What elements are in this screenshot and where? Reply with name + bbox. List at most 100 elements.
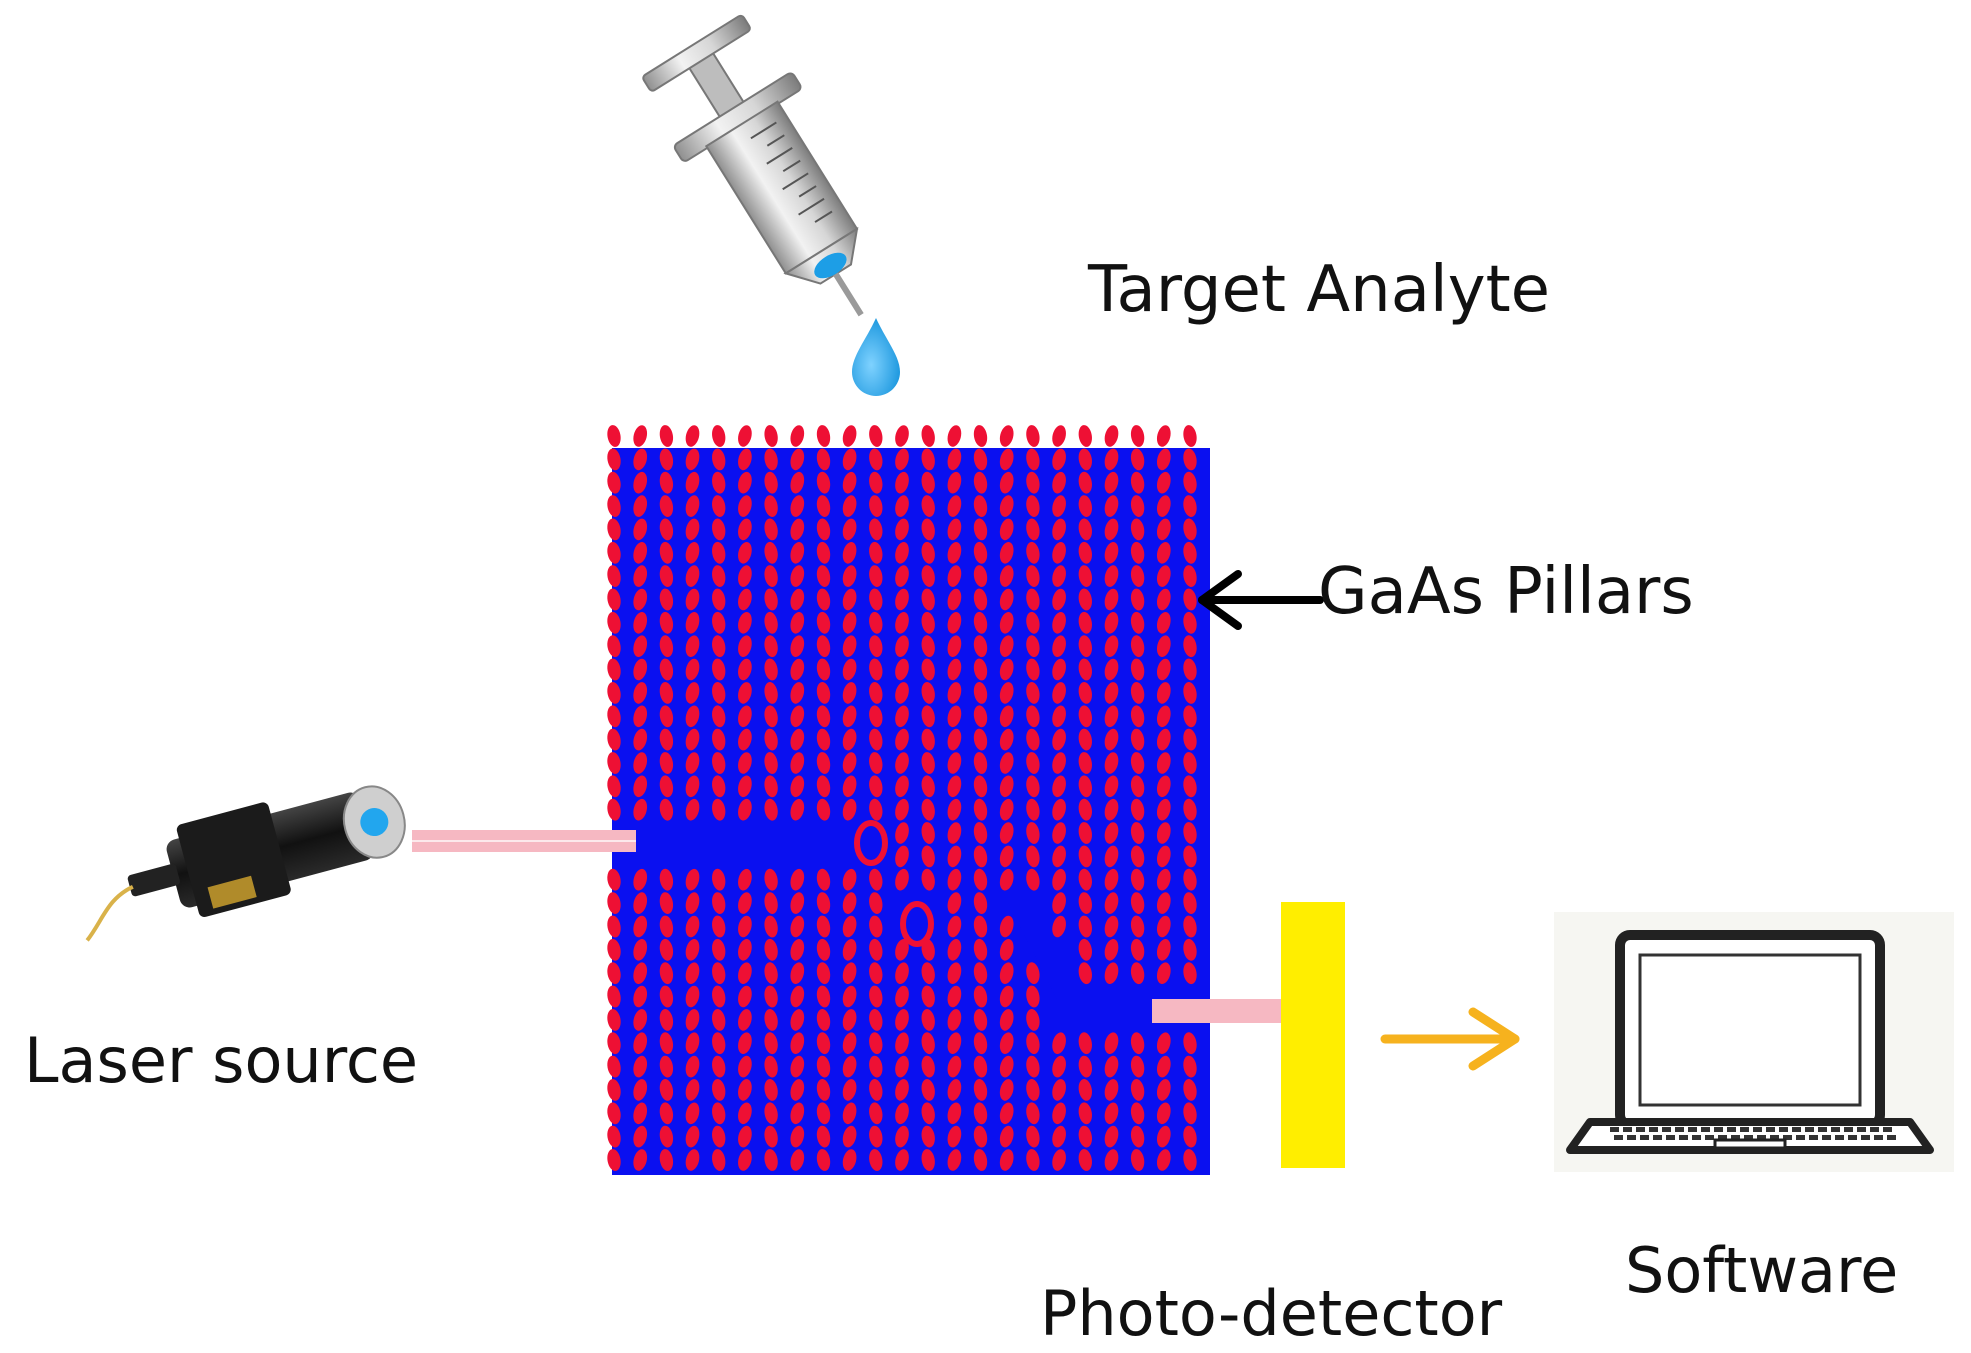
- gaas-pillar: [712, 611, 726, 634]
- gaas-pillar: [999, 658, 1014, 681]
- gaas-pillar: [712, 1125, 726, 1148]
- gaas-pillar: [1156, 635, 1171, 657]
- gaas-pillar: [921, 752, 935, 774]
- laptop-key: [1662, 1127, 1671, 1132]
- gaas-pillar: [685, 1125, 700, 1148]
- gaas-pillar: [895, 1009, 909, 1031]
- gaas-pillar: [685, 962, 700, 984]
- gaas-pillar: [1026, 1079, 1040, 1101]
- gaas-pillar: [1026, 565, 1040, 587]
- gaas-pillar: [633, 915, 648, 938]
- gaas-pillar: [790, 588, 805, 611]
- gaas-pillar: [633, 775, 648, 798]
- gaas-pillar: [842, 448, 857, 471]
- laptop-key: [1766, 1127, 1775, 1132]
- gaas-pillar: [947, 1009, 962, 1031]
- gaas-pillar: [1052, 471, 1066, 494]
- gaas-pillar: [869, 1125, 883, 1148]
- gaas-pillar: [764, 658, 778, 681]
- gaas-pillar: [1130, 962, 1145, 985]
- gaas-pillar: [947, 1032, 962, 1054]
- gaas-pillar: [1052, 635, 1066, 657]
- gaas-pillar: [712, 682, 726, 704]
- gaas-pillar: [816, 541, 831, 564]
- gaas-pillar: [921, 1009, 935, 1031]
- gaas-pillar: [1104, 1149, 1119, 1171]
- gaas-pillar: [999, 471, 1014, 494]
- laptop-key: [1640, 1135, 1649, 1140]
- gaas-pillar: [1156, 495, 1171, 517]
- laser-source-label: Laser source: [24, 1024, 419, 1097]
- gaas-pillar: [1104, 728, 1119, 751]
- gaas-pillar: [1078, 892, 1092, 914]
- gaas-pillar: [1156, 471, 1171, 494]
- gaas-pillar: [685, 542, 700, 564]
- gaas-pillar: [869, 962, 883, 985]
- gaas-pillar: [999, 565, 1014, 587]
- gaas-pillar: [895, 985, 909, 1008]
- gaas-pillar: [685, 752, 700, 774]
- gaas-pillar: [790, 892, 805, 914]
- gaas-pillar: [685, 728, 700, 751]
- gaas-pillar: [947, 915, 962, 938]
- gaas-pillar: [869, 985, 883, 1008]
- gaas-pillar: [1156, 845, 1171, 868]
- gaas-pillar: [1104, 962, 1119, 984]
- gaas-pillar: [895, 1125, 909, 1148]
- gaas-pillar: [973, 682, 988, 704]
- gaas-pillar: [1130, 1079, 1145, 1101]
- gaas-pillar: [869, 728, 883, 751]
- gaas-pillar: [816, 868, 831, 891]
- gaas-pillar: [712, 868, 726, 891]
- gaas-pillar: [1130, 471, 1145, 494]
- gaas-pillar: [816, 752, 831, 774]
- gaas-pillar: [973, 985, 988, 1008]
- gaas-pillar: [947, 1102, 962, 1125]
- gaas-pillar: [1156, 1079, 1171, 1101]
- gaas-pillar: [947, 542, 962, 564]
- gaas-pillar: [1078, 635, 1092, 658]
- gaas-pillar: [607, 611, 621, 634]
- laptop-key: [1649, 1127, 1658, 1132]
- gaas-pillar: [999, 845, 1014, 868]
- gaas-pillar: [1052, 518, 1066, 541]
- laptop-key: [1848, 1135, 1857, 1140]
- gaas-pillar: [790, 612, 805, 634]
- gaas-pillar: [816, 495, 831, 517]
- gaas-pillar: [607, 705, 621, 728]
- gaas-pillar: [633, 1079, 648, 1101]
- gaas-pillar: [1078, 518, 1092, 541]
- gaas-pillar: [869, 495, 883, 517]
- gaas-pillar: [921, 868, 935, 891]
- gaas-pillar: [1130, 658, 1145, 681]
- gaas-pillar: [659, 448, 674, 471]
- gaas-pillar: [659, 541, 674, 564]
- gaas-pillar: [659, 1055, 674, 1078]
- gaas-pillar: [973, 1032, 988, 1055]
- gaas-pillar: [1130, 565, 1145, 587]
- gaas-pillar: [790, 1079, 805, 1101]
- gaas-pillar: [999, 1079, 1014, 1101]
- gaas-pillar: [921, 1102, 935, 1125]
- syringe-icon: [642, 14, 864, 317]
- gaas-pillar: [1052, 728, 1066, 751]
- gaas-pillar: [1156, 448, 1171, 471]
- gaas-pillar: [1130, 541, 1145, 564]
- gaas-pillar: [869, 868, 883, 891]
- gaas-pillar: [659, 425, 674, 447]
- gaas-pillar: [947, 705, 962, 728]
- gaas-pillar: [895, 1032, 909, 1054]
- gaas-pillar: [999, 588, 1014, 611]
- gaas-pillar: [1130, 448, 1145, 471]
- gaas-pillar: [999, 728, 1014, 751]
- gaas-pillar: [738, 635, 752, 657]
- gaas-pillar: [1026, 822, 1040, 844]
- gaas-pillar: [1183, 565, 1197, 587]
- laptop-key: [1844, 1127, 1853, 1132]
- gaas-pillar: [999, 448, 1014, 471]
- gaas-pillar: [1183, 611, 1197, 634]
- gaas-pillar: [607, 565, 621, 587]
- gaas-pillar: [999, 1102, 1014, 1125]
- gaas-pillar: [869, 588, 883, 611]
- gaas-pillar: [659, 752, 674, 774]
